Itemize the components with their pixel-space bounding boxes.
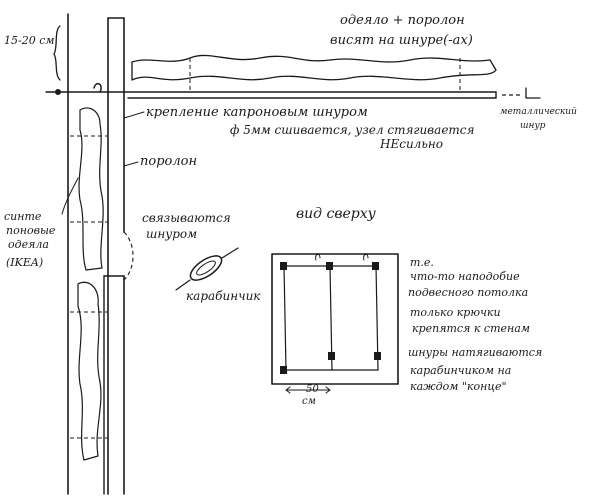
ie-label-3: подвесного потолка: [408, 286, 528, 299]
synthetic-label-2: поновые: [6, 224, 56, 237]
spacing-label-1: 50: [306, 384, 319, 395]
synthetic-pointer: [61, 177, 79, 215]
blanket-foam-label-2: висят на шнуре(-ах): [330, 33, 473, 48]
metal-cord-label-2: шнур: [520, 121, 546, 131]
ie-label-1: т.е.: [410, 256, 434, 269]
hooks-label-1: только крючки: [410, 306, 501, 319]
tie-loop: [123, 231, 134, 281]
spacing-arrow: [285, 386, 331, 394]
blanket-foam-label-1: одеяло + поролон: [340, 13, 465, 28]
wall: [67, 13, 125, 495]
gap-bracket: [53, 25, 61, 81]
synthetic-label-4: (IKEA): [6, 256, 43, 269]
top-view-title: вид сверху: [296, 206, 377, 222]
metal-cord-rail: [45, 87, 541, 99]
hanging-blanket: [131, 54, 497, 92]
wall-blanket-upper: [70, 107, 108, 271]
carabiner-label: карабинчик: [186, 289, 261, 303]
cords-label-3: каждом "конце": [410, 380, 507, 393]
tied-label-2: шнуром: [146, 227, 197, 241]
top-view-room: [271, 253, 399, 385]
mount-pointer: [123, 111, 145, 119]
carabiner-icon: [175, 247, 239, 291]
spacing-label-2: см: [302, 396, 316, 407]
foam-label: поролон: [140, 154, 197, 169]
tied-label-1: связываются: [142, 211, 231, 225]
gap-label-line1: 15-20 см: [4, 34, 55, 47]
ie-label-2: что-то наподобие: [410, 270, 520, 283]
synthetic-label-3: одеяла: [8, 238, 49, 251]
synthetic-label-1: синте: [4, 210, 42, 223]
cords-label-2: карабинчиком на: [410, 364, 511, 377]
wall-hook-icon: [55, 82, 102, 95]
mount-label-3: НЕсильно: [379, 137, 443, 151]
mount-label-1: крепление капроновым шнуром: [146, 105, 368, 120]
hooks-label-2: крепятся к стенам: [412, 322, 530, 335]
cords-label-1: шнуры натягиваются: [408, 346, 542, 359]
mount-label-2: ф 5мм сшивается, узел стягивается: [230, 123, 475, 137]
wall-blanket-lower: [70, 281, 108, 461]
metal-cord-label-1: металлический: [500, 107, 577, 117]
foam-pointer: [123, 161, 139, 167]
